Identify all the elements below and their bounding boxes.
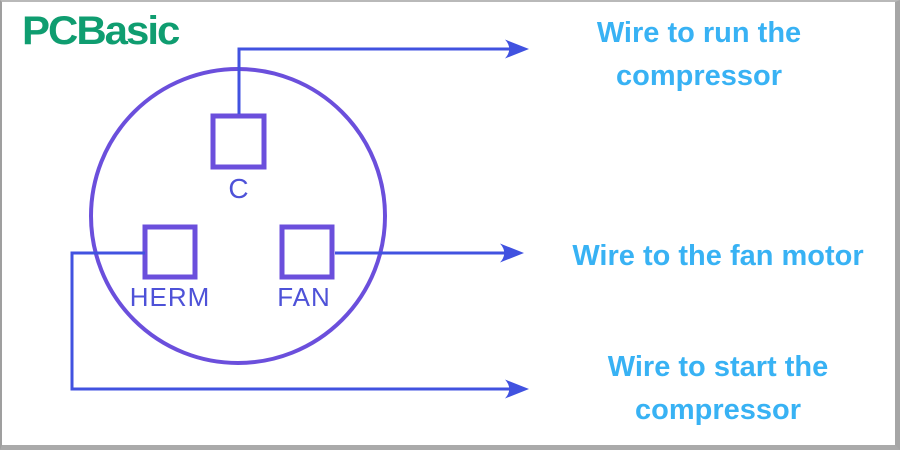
terminal-label-fan: FAN [277,282,331,312]
terminal-herm-box [142,224,198,280]
wire-start-compressor-arrowhead-icon [505,379,529,399]
wire-fan-motor-arrowhead-icon [500,243,524,263]
annotation-run-compressor: Wire to run the compressor [539,12,859,98]
wire-run-compressor-line [237,47,512,114]
wire-run-compressor-arrowhead-icon [505,39,529,59]
annotation-fan-motor-line1: Wire to the fan motor [572,240,864,272]
annotation-start-compressor-line1: Wire to start the [607,351,829,383]
annotation-run-compressor-line1: Wire to run the [596,17,802,49]
wire-start-compressor-line [70,251,512,391]
annotation-start-compressor-line2: compressor [634,394,801,426]
pcbasic-logo: PCBasic [22,8,180,53]
annotation-fan-motor: Wire to the fan motor [543,235,893,278]
terminal-label-c: C [228,173,250,204]
annotation-run-compressor-line2: compressor [615,60,782,92]
terminal-c-box [210,113,267,170]
terminal-fan-box [279,224,335,280]
terminal-label-herm: HERM [129,282,211,312]
annotation-start-compressor: Wire to start the compressor [548,346,888,432]
